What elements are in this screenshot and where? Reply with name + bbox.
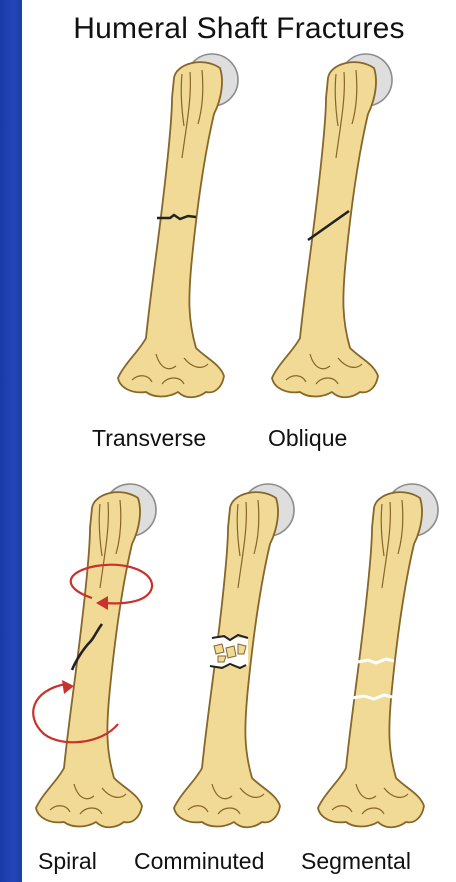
segmental-bone [318,484,438,827]
lower-arrow-head [62,680,74,694]
blue-slide-edge [0,0,22,882]
bone-fragment [238,644,246,654]
label-oblique: Oblique [268,425,347,452]
label-transverse: Transverse [92,425,206,452]
label-comminuted: Comminuted [134,848,264,875]
label-segmental: Segmental [301,848,411,875]
bone-fragment [218,656,226,662]
oblique-bone [272,54,392,397]
spiral-bone [36,484,156,827]
label-spiral: Spiral [38,848,97,875]
transverse-bone [118,54,238,397]
comminuted-bone [174,484,294,827]
bones-illustration [22,0,456,882]
diagram-panel: Humeral Shaft Fractures [22,0,456,882]
bone-fragment [226,646,236,658]
bone-fragment [214,644,224,654]
